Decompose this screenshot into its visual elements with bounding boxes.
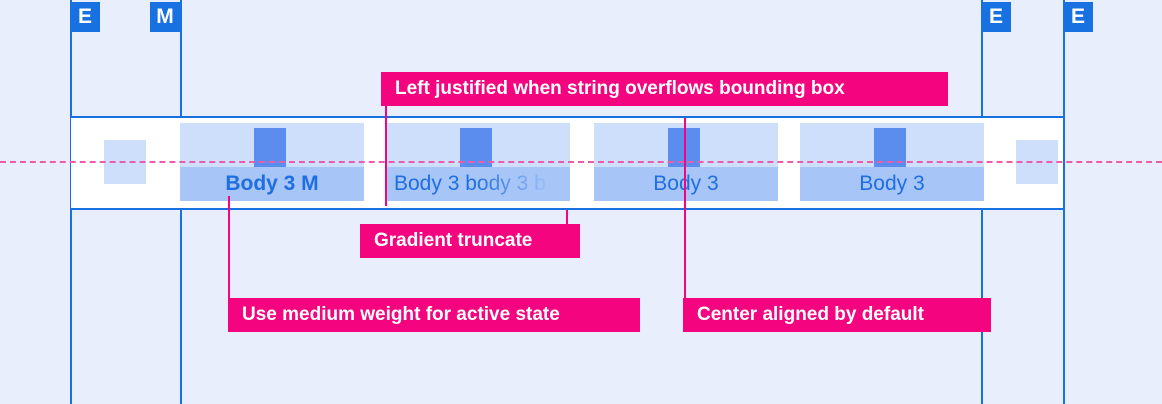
tab-label-zone: Body 3 M <box>180 167 364 201</box>
tab-label: Body 3 <box>859 172 925 195</box>
tab-label: Body 3 <box>653 172 719 195</box>
leader-left-justified <box>385 106 387 206</box>
marker-e-right-inner: E <box>981 2 1011 32</box>
annotation-left-justified: Left justified when string overflows bou… <box>381 72 948 106</box>
optical-centerline <box>0 161 1162 163</box>
tab-label: Body 3 M <box>225 172 319 195</box>
tab-overflow[interactable]: Body 3 body 3 b <box>386 123 570 201</box>
tab-icon <box>874 128 906 167</box>
marker-e-right-outer: E <box>1063 2 1093 32</box>
tab-icon <box>460 128 492 167</box>
tab-icon <box>254 128 286 167</box>
tab-icon-zone <box>386 123 570 167</box>
tab-label-zone: Body 3 <box>800 167 984 201</box>
tab-label: Body 3 body 3 b <box>394 172 546 195</box>
tab-label-zone: Body 3 body 3 b <box>386 167 570 201</box>
leader-medium-weight <box>228 196 230 300</box>
vertical-guide-4 <box>1063 0 1065 404</box>
marker-m-left: M <box>150 2 180 32</box>
band-bottom-guide <box>70 208 1064 210</box>
tab-icon-zone <box>800 123 984 167</box>
tab-icon-zone <box>180 123 364 167</box>
marker-e-left: E <box>70 2 100 32</box>
annotation-center-aligned: Center aligned by default <box>683 298 991 332</box>
tab-active[interactable]: Body 3 M <box>180 123 364 201</box>
leader-center-aligned <box>684 118 686 300</box>
tab-center-2[interactable]: Body 3 <box>800 123 984 201</box>
annotation-medium-weight: Use medium weight for active state <box>228 298 640 332</box>
leader-gradient-truncate <box>566 210 568 226</box>
band-top-guide <box>70 116 1064 118</box>
tab-label-zone: Body 3 <box>594 167 778 201</box>
annotation-gradient-truncate: Gradient truncate <box>360 224 580 258</box>
